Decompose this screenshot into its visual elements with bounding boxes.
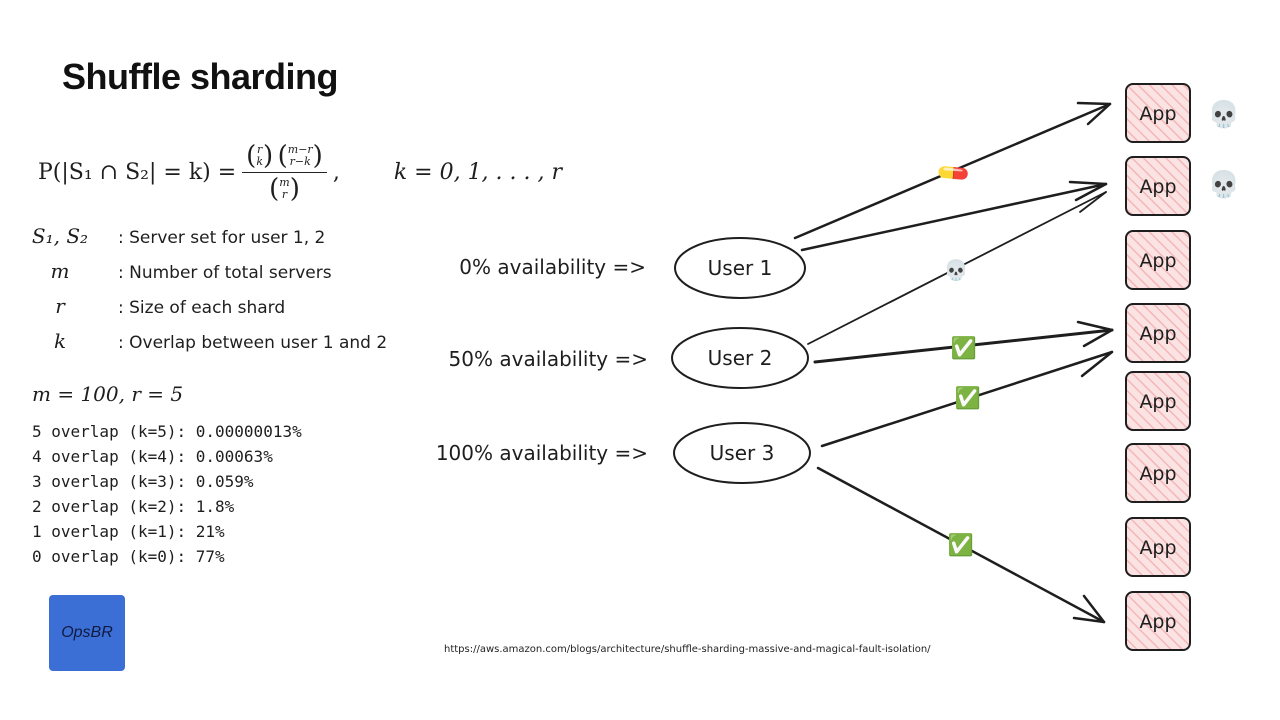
user-1-label: User 1 [708, 256, 773, 280]
app-box[interactable]: App [1125, 371, 1191, 431]
app-box[interactable]: App [1125, 230, 1191, 290]
app-box[interactable]: App [1125, 303, 1191, 363]
user-1-availability: 0% availability => [459, 255, 646, 279]
overlap-probabilities: 5 overlap (k=5): 0.00000013% 4 overlap (… [32, 419, 302, 569]
app-label: App [1139, 463, 1176, 485]
user-3-node[interactable]: User 3 [673, 422, 811, 484]
definition-text: : Overlap between user 1 and 2 [118, 333, 388, 353]
app-label: App [1139, 176, 1176, 198]
overlap-row: 0 overlap (k=0): 77% [32, 547, 225, 566]
arrowhead [1076, 320, 1114, 348]
overlap-row: 1 overlap (k=1): 21% [32, 522, 225, 541]
user-2-availability: 50% availability => [449, 347, 648, 371]
user-3-label: User 3 [710, 441, 775, 465]
formula-lhs: P(|S₁ ∩ S₂| = k) = [38, 159, 237, 185]
reference-link[interactable]: https://aws.amazon.com/blogs/architectur… [444, 644, 931, 655]
user-2-label: User 2 [708, 346, 773, 370]
overlap-row: 2 overlap (k=2): 1.8% [32, 497, 235, 516]
skull-icon: 💀 [944, 258, 969, 282]
connections [793, 101, 1114, 624]
app-box[interactable]: App [1125, 443, 1191, 503]
app-box[interactable]: App [1125, 517, 1191, 577]
app-label: App [1139, 250, 1176, 272]
pill-icon: 💊 [934, 154, 972, 192]
definition-text: : Server set for user 1, 2 [118, 228, 326, 248]
skull-icon: 💀 [1208, 99, 1240, 130]
formula-trail: , [332, 159, 340, 185]
definition-symbol: r [55, 294, 65, 318]
definition-symbol: m [50, 259, 70, 283]
overlap-row: 5 overlap (k=5): 0.00000013% [32, 422, 302, 441]
edge-user1-app2 [800, 182, 1108, 252]
app-box[interactable]: App [1125, 591, 1191, 651]
definition-text: : Number of total servers [118, 263, 332, 283]
users: User 1 User 2 User 3 [671, 237, 811, 484]
edge-user2-app4 [813, 328, 1114, 364]
parameters-line: m = 100, r = 5 [32, 382, 184, 406]
overlap-row: 4 overlap (k=4): 0.00063% [32, 447, 273, 466]
overlap-row: 3 overlap (k=3): 0.059% [32, 472, 254, 491]
slide-title: Shuffle sharding [62, 56, 339, 97]
app-label: App [1139, 103, 1176, 125]
user-2-node[interactable]: User 2 [671, 327, 809, 389]
arrowhead [1072, 594, 1106, 624]
definition-text: : Size of each shard [118, 298, 286, 318]
arrowhead [1068, 180, 1108, 202]
checkmark-icon: ✅ [951, 335, 977, 360]
edge-user3-app8 [816, 466, 1106, 624]
app-label: App [1139, 391, 1176, 413]
definition-symbol: k [53, 329, 67, 353]
app-box[interactable]: App [1125, 156, 1191, 216]
edge-user1-app1 [793, 102, 1112, 240]
app-label: App [1139, 537, 1176, 559]
definition-symbol: S₁, S₂ [31, 224, 89, 248]
app-box[interactable]: App [1125, 83, 1191, 143]
checkmark-icon: ✅ [948, 532, 974, 557]
arrowhead [1076, 101, 1112, 126]
app-servers: App App App App App App App App [1125, 83, 1191, 651]
arrowhead [1079, 191, 1107, 213]
checkmark-icon: ✅ [955, 385, 981, 410]
arrowhead [1080, 350, 1114, 378]
app-label: App [1139, 323, 1176, 345]
app-label: App [1139, 611, 1176, 633]
skull-icon: 💀 [1208, 169, 1240, 200]
opsbr-logo: OpsBR [49, 595, 125, 671]
edge-user3-app4 [820, 350, 1114, 448]
formula-k-range: k = 0, 1, . . . , r [393, 159, 563, 185]
user-1-node[interactable]: User 1 [674, 237, 806, 299]
user-3-availability: 100% availability => [436, 441, 648, 465]
edge-user2-app2 [807, 191, 1107, 345]
